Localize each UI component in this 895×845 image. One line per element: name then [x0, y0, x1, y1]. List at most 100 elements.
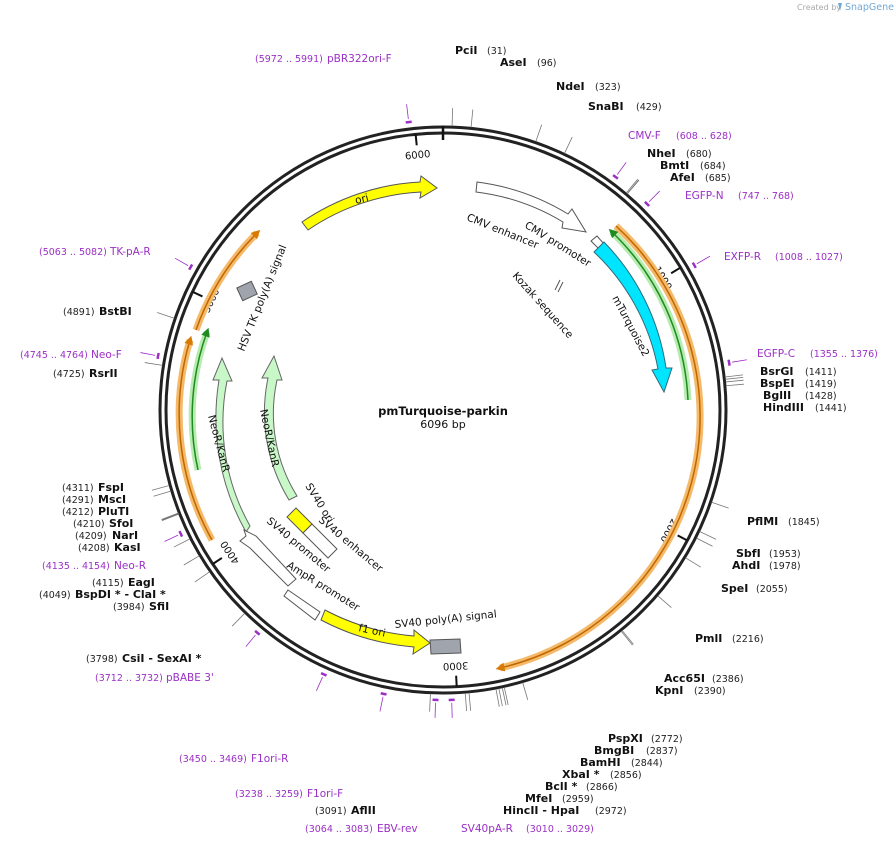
site-label[interactable]: SpeI	[721, 582, 748, 595]
label-sv40-polya: SV40 poly(A) signal	[394, 608, 497, 631]
svg-text:(2837): (2837)	[646, 746, 678, 757]
primer-label[interactable]: F1ori-F	[307, 788, 343, 800]
plasmid-size: 6096 bp	[420, 418, 465, 431]
primer-labels: (5972 .. 5991) pBR322ori-F CMV-F (608 ..…	[20, 53, 878, 835]
site-label[interactable]: PluTI	[98, 505, 129, 518]
site-label[interactable]: BglII	[763, 389, 791, 402]
site-label[interactable]: BamHI	[580, 756, 621, 769]
primer-label[interactable]: TK-pA-R	[109, 246, 151, 258]
site-leader	[657, 595, 672, 608]
primer-label[interactable]: EBV-rev	[377, 823, 418, 835]
site-label[interactable]: PciI	[455, 44, 477, 57]
orf-arc-tk	[192, 230, 260, 332]
site-label[interactable]: BmtI	[660, 159, 689, 172]
site-label[interactable]: BspEI	[760, 377, 794, 390]
site-label[interactable]: XbaI *	[562, 768, 600, 781]
site-label[interactable]: MfeI	[525, 792, 552, 805]
svg-text:(3010 .. 3029): (3010 .. 3029)	[526, 824, 594, 835]
label-f1-ori: f1 ori	[357, 622, 386, 639]
primer-leader	[648, 190, 660, 203]
site-label[interactable]: BsrGI	[760, 365, 793, 378]
site-label[interactable]: BmgBI	[594, 744, 634, 757]
primer-arrow	[320, 671, 328, 677]
primer-label[interactable]: Neo-F	[91, 349, 122, 361]
tick-mark	[670, 266, 682, 275]
svg-text:(608 .. 628): (608 .. 628)	[676, 131, 732, 142]
primer-arrow	[254, 629, 261, 636]
site-leader	[522, 682, 529, 700]
site-leader	[725, 383, 744, 387]
primer-arrow	[691, 262, 697, 269]
site-leader	[699, 531, 717, 540]
tick-mark	[212, 557, 223, 565]
site-labels: PciI (31) AseI (96) NdeI (323) SnaBI (42…	[39, 44, 847, 817]
site-label[interactable]: KasI	[114, 541, 141, 554]
snapgene-brand: SnapGene	[845, 2, 894, 13]
tick-label: 3000	[443, 659, 469, 671]
site-leader	[711, 501, 729, 509]
primer-arrow	[188, 263, 194, 271]
site-leader	[144, 362, 163, 366]
site-label[interactable]: SfoI	[109, 517, 133, 530]
site-label[interactable]: MscI	[98, 493, 126, 506]
plasmid-name: pmTurquoise-parkin	[378, 404, 508, 418]
primer-label[interactable]: Neo-R	[114, 560, 146, 572]
primer-leader	[245, 634, 256, 647]
site-label[interactable]: NheI	[647, 147, 676, 160]
site-leader	[498, 688, 503, 707]
site-label[interactable]: SbfI	[736, 547, 761, 560]
feature-neor-kanr-inner	[261, 354, 298, 501]
site-label[interactable]: BspDI * - ClaI *	[75, 588, 166, 601]
site-label[interactable]: PflMI	[747, 515, 778, 528]
svg-text:(1419): (1419)	[805, 379, 837, 390]
site-label[interactable]: NarI	[112, 529, 138, 542]
svg-text:(2959): (2959)	[562, 794, 594, 805]
feature-ampr-promoter	[283, 589, 321, 621]
site-label[interactable]: PmlI	[695, 632, 722, 645]
site-label[interactable]: Acc65I	[664, 672, 705, 685]
primer-arrow	[178, 530, 184, 538]
primer-arrow	[643, 200, 651, 207]
primer-label[interactable]: SV40pA-R	[461, 823, 513, 835]
site-label[interactable]: AfeI	[670, 171, 695, 184]
site-label[interactable]: FspI	[98, 481, 124, 494]
site-label[interactable]: NdeI	[556, 80, 585, 93]
label-neor-kanr-inner: NeoR/KanR	[257, 408, 281, 468]
site-label[interactable]: HindIII	[763, 401, 804, 414]
site-label[interactable]: PspXI	[608, 732, 643, 745]
site-label[interactable]: AhdI	[732, 559, 760, 572]
primer-label[interactable]: CMV-F	[628, 130, 661, 142]
svg-text:(685): (685)	[705, 173, 731, 184]
site-label[interactable]: EagI	[128, 576, 155, 589]
svg-text:(4725): (4725)	[53, 369, 85, 380]
primer-label[interactable]: pBR322ori-F	[327, 53, 392, 65]
primer-leader	[406, 104, 409, 120]
site-leader	[151, 485, 170, 491]
feature-f1-ori	[320, 609, 431, 656]
primer-label[interactable]: pBABE 3'	[166, 672, 214, 684]
svg-text:(2856): (2856)	[610, 770, 642, 781]
primer-leader	[696, 255, 711, 265]
site-label[interactable]: KpnI	[655, 684, 683, 697]
svg-text:(1978): (1978)	[769, 561, 801, 572]
primer-label[interactable]: EGFP-C	[757, 348, 795, 360]
snapgene-logo-icon	[838, 3, 842, 11]
site-label[interactable]: AseI	[500, 56, 527, 69]
tick-mark	[677, 534, 688, 542]
site-label[interactable]: AflII	[351, 804, 376, 817]
site-label[interactable]: RsrII	[89, 367, 118, 380]
primer-label[interactable]: F1ori-R	[251, 753, 288, 765]
site-label[interactable]: BstBI	[99, 305, 132, 318]
site-label[interactable]: CsiI - SexAI *	[122, 652, 202, 665]
site-label[interactable]: HincII - HpaI	[503, 804, 579, 817]
svg-text:(2386): (2386)	[712, 674, 744, 685]
site-label[interactable]: BclI *	[545, 780, 578, 793]
svg-text:(3798): (3798)	[86, 654, 118, 665]
svg-text:(4210): (4210)	[73, 519, 105, 530]
tick-label: 6000	[405, 149, 431, 162]
feature-cmv	[475, 181, 587, 233]
primer-label[interactable]: EGFP-N	[685, 190, 724, 202]
primer-label[interactable]: EXFP-R	[724, 251, 761, 263]
site-label[interactable]: SfiI	[149, 600, 169, 613]
site-label[interactable]: SnaBI	[588, 100, 624, 113]
